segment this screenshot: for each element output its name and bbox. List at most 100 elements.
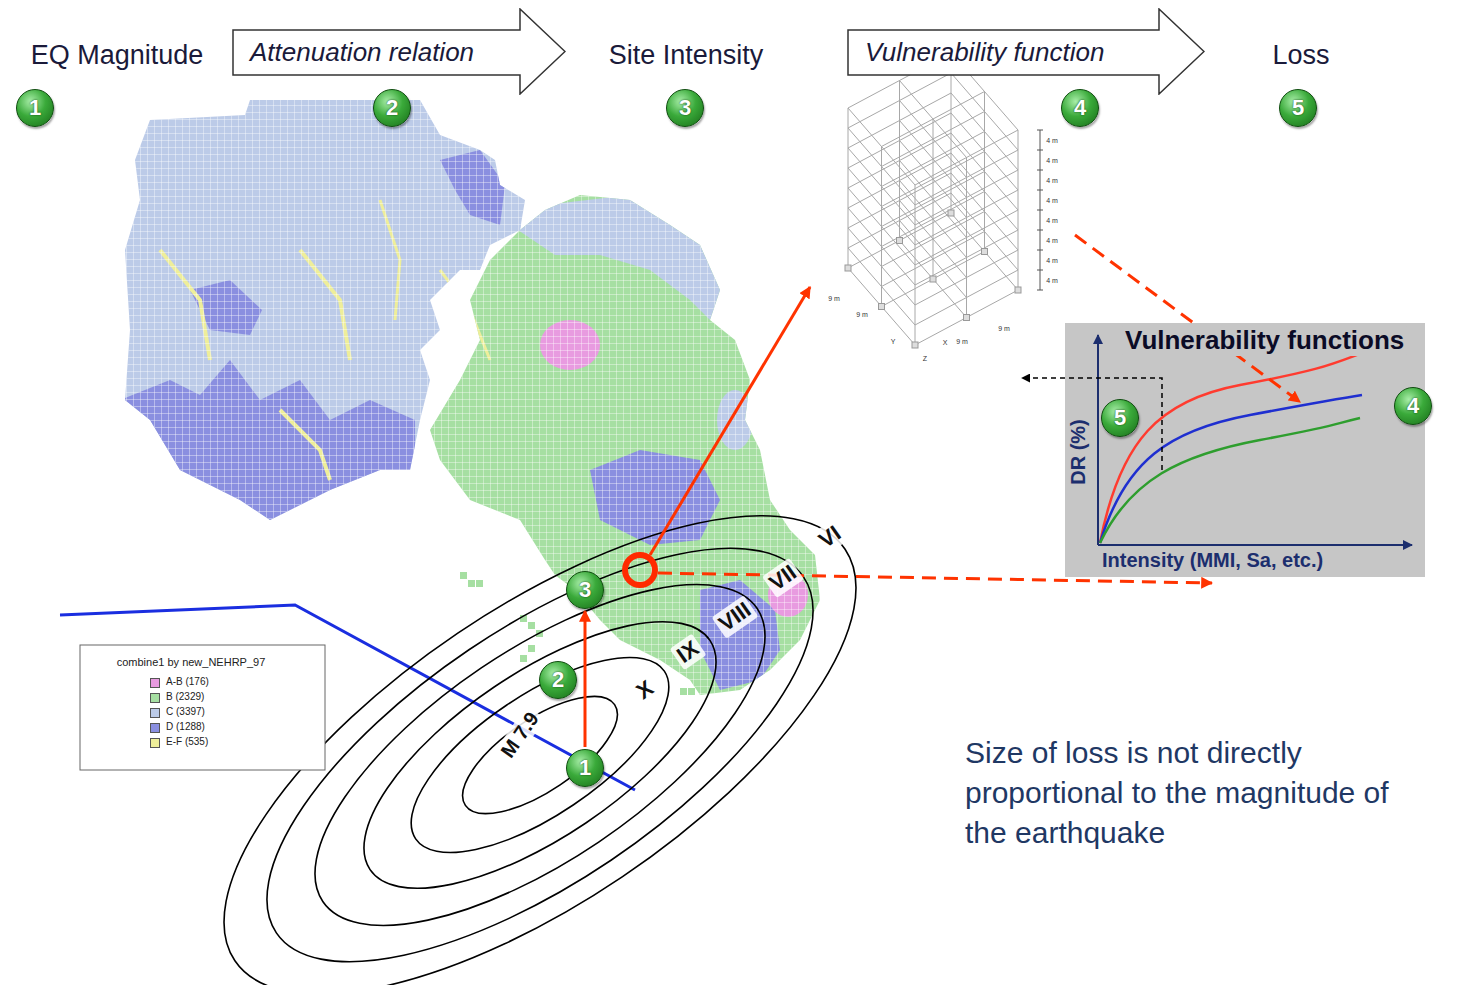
callout-circle: 2 [539, 661, 577, 699]
connector-arrow [584, 611, 587, 747]
illustration-rect [528, 645, 535, 652]
illustration-ellipse [445, 675, 634, 835]
site-marker [625, 555, 655, 585]
callout-number: 2 [540, 662, 576, 698]
legend-text: C (3397) [166, 706, 205, 717]
dimension-label: 9 m [998, 325, 1010, 332]
dimension-label: 9 m [828, 295, 840, 302]
illustration-rect [982, 249, 988, 255]
illustration-rect [948, 210, 954, 216]
illustration-rect [1015, 287, 1021, 293]
illustration-rect [845, 265, 851, 271]
illustration-line [1098, 544, 1412, 546]
illustration-line [848, 208, 915, 285]
illustration-line [1037, 150, 1043, 151]
process-arrow: Attenuation relation [232, 8, 566, 95]
illustration-rect [879, 304, 885, 310]
callout-circle: 4 [1394, 387, 1432, 425]
intensity-label: X [629, 673, 661, 706]
legend-title: combine1 by new_NEHRP_97 [117, 656, 266, 668]
dimension-label: 4 m [1046, 157, 1058, 164]
legend-text: E-F (535) [166, 736, 208, 747]
axis-label: Intensity (MMI, Sa, etc.) [1102, 549, 1323, 572]
chart-panel: Vulnerability functionsDR (%)Intensity (… [1065, 323, 1425, 577]
illustration-line [1037, 290, 1043, 291]
illustration-line [1037, 210, 1043, 211]
axis-name: X [943, 339, 948, 346]
magnitude-label: M 7.9 [495, 705, 546, 764]
legend-text: B (2329) [166, 691, 204, 702]
callout-circle: 3 [666, 89, 704, 127]
illustration-rect [476, 580, 483, 587]
illustration-path [1022, 378, 1162, 470]
illustration-line [1037, 130, 1043, 131]
callout-number: 4 [1062, 90, 1098, 126]
building-frame [845, 53, 1021, 348]
callout-number: 3 [667, 90, 703, 126]
illustration-rect [680, 688, 687, 695]
illustration-g [1037, 130, 1043, 290]
callout-circle: 3 [566, 571, 604, 609]
axis-label: DR (%) [1067, 419, 1090, 485]
callout-number: 4 [1395, 388, 1431, 424]
illustration-rect [688, 688, 695, 695]
illustration-line [848, 188, 915, 265]
intensity-label: VI [812, 519, 849, 556]
callout-number: 1 [17, 90, 53, 126]
callout-number: 5 [1280, 90, 1316, 126]
callout-circle: 1 [16, 89, 54, 127]
legend-swatch [150, 738, 160, 748]
step-label: Attenuation relation [250, 30, 474, 75]
illustration-rect [460, 572, 467, 579]
illustration-rect [528, 622, 535, 629]
illustration-rect [930, 276, 936, 282]
axis-name: Y [891, 338, 896, 345]
illustration-ellipse [382, 621, 698, 888]
callout-number: 3 [567, 572, 603, 608]
illustration-line [1037, 230, 1043, 231]
illustration-line [848, 228, 915, 305]
illustration-rect [964, 315, 970, 321]
illustration-line [1037, 170, 1043, 171]
callout-circle: 1 [566, 749, 604, 787]
fault-line [60, 605, 635, 790]
illustration-line [848, 268, 915, 345]
illustration-line [1037, 190, 1043, 191]
stage-label: Loss [1272, 40, 1329, 71]
callout-circle: 2 [373, 89, 411, 127]
axis-name: Z [923, 355, 927, 362]
legend-swatch [150, 723, 160, 733]
legend-swatch [150, 678, 160, 688]
dimension-label: 4 m [1046, 177, 1058, 184]
dimension-label: 9 m [856, 311, 868, 318]
dimension-label: 4 m [1046, 237, 1058, 244]
illustration-path [1100, 418, 1360, 543]
illustration-rect [468, 580, 475, 587]
legend-swatch [150, 708, 160, 718]
legend-box [80, 645, 325, 770]
illustration-line [900, 101, 967, 178]
callout-number: 2 [374, 90, 410, 126]
step-label: Vulnerability function [865, 30, 1104, 75]
callout-circle: 4 [1061, 89, 1099, 127]
legend-text: A-B (176) [166, 676, 209, 687]
illustration-path [233, 9, 565, 94]
illustration-ellipse [324, 572, 756, 937]
illustration-path [1100, 353, 1362, 543]
process-arrow: Vulnerability function [847, 8, 1205, 95]
dimension-label: 4 m [1046, 137, 1058, 144]
illustration-line [951, 73, 1018, 150]
callout-number: 1 [567, 750, 603, 786]
illustration-line [900, 81, 967, 158]
dimension-label: 4 m [1046, 197, 1058, 204]
stage-label: EQ Magnitude [31, 40, 204, 71]
illustration-line [915, 290, 1018, 345]
illustration-line [1037, 250, 1043, 251]
illustration-line [848, 248, 915, 325]
illustration-line [848, 108, 915, 185]
stage-label: Site Intensity [609, 40, 764, 71]
illustration-line [650, 287, 810, 555]
